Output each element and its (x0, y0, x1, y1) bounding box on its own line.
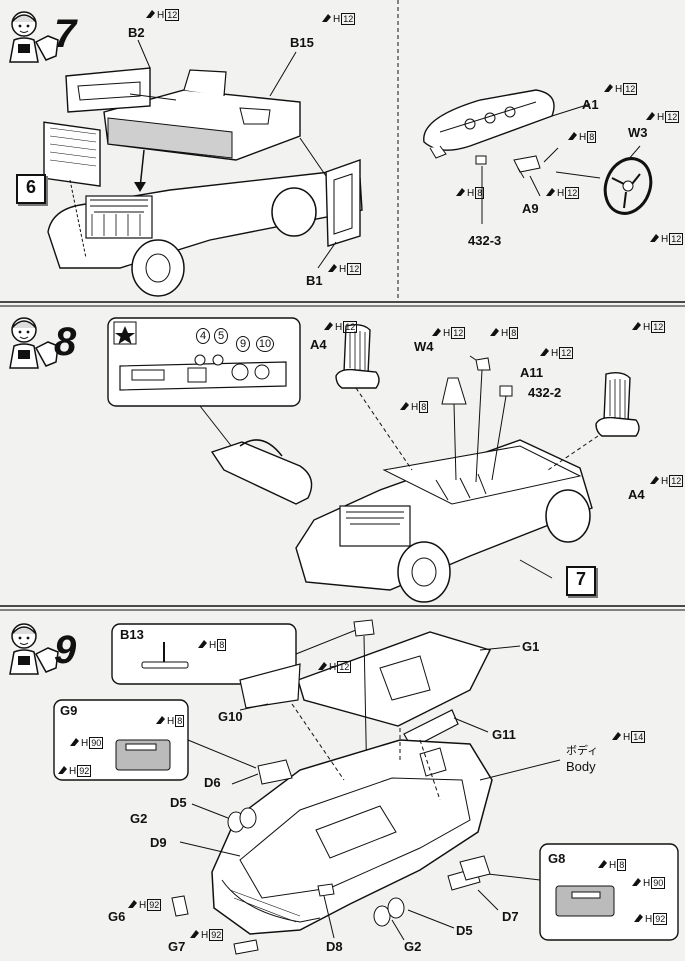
part-label-body-jp: ボディ (566, 745, 599, 757)
step-number-8: 8 (54, 320, 77, 364)
part-label-g7: G7 (168, 939, 186, 954)
paint-brush-icon (318, 662, 327, 670)
part-label-a4-left: A4 (310, 337, 327, 352)
part-label-g1: G1 (522, 639, 540, 654)
paint-brush-icon (146, 10, 155, 18)
paint-brush-icon (198, 640, 207, 648)
paint-brush-icon (328, 264, 337, 272)
paint-brush-icon (634, 914, 643, 922)
part-label-w3: W3 (628, 125, 648, 140)
paint-brush-icon (540, 348, 549, 356)
paint-brush-icon (632, 322, 641, 330)
part-label-b15: B15 (290, 35, 314, 50)
part-label-b13: B13 (120, 627, 144, 642)
paint-brush-icon (456, 188, 465, 196)
paint-brush-icon (58, 766, 67, 774)
decal-label-5: 5 (214, 328, 228, 344)
paint-brush-icon (400, 402, 409, 410)
paint-brush-icon (598, 860, 607, 868)
step-number-9: 9 (54, 628, 77, 672)
paint-brush-icon (632, 878, 641, 886)
paint-brush-icon (650, 476, 659, 484)
part-label-432-2: 432-2 (528, 385, 562, 400)
part-label-g11: G11 (492, 727, 516, 742)
part-label-b1: B1 (306, 273, 323, 288)
paint-brush-icon (128, 900, 137, 908)
part-label-body-en: Body (566, 759, 596, 774)
paint-brush-icon (190, 930, 199, 938)
step8-art (107, 317, 640, 603)
paint-brush-icon (650, 234, 659, 242)
paint-brush-icon (432, 328, 441, 336)
decal-label-4: 4 (196, 328, 210, 344)
part-label-d8: D8 (326, 939, 343, 954)
part-label-d5-top: D5 (170, 795, 187, 810)
part-label-g10: G10 (218, 709, 243, 724)
ref-step-7: 7 (566, 566, 596, 596)
step9-art (53, 619, 679, 955)
part-label-g2-left: G2 (130, 811, 148, 826)
paint-brush-icon (546, 188, 555, 196)
part-label-g2-right: G2 (404, 939, 422, 954)
ref-step-6: 6 (16, 174, 46, 204)
part-label-a11: A11 (520, 365, 544, 380)
part-label-d7: D7 (502, 909, 519, 924)
part-label-g6: G6 (108, 909, 126, 924)
part-label-432-3: 432-3 (468, 233, 502, 248)
part-label-a1: A1 (582, 97, 599, 112)
paint-brush-icon (612, 732, 621, 740)
part-label-a9: A9 (522, 201, 539, 216)
paint-brush-icon (70, 738, 79, 746)
part-label-b2: B2 (128, 25, 145, 40)
part-label-g9: G9 (60, 703, 78, 718)
part-label-g8: G8 (548, 851, 566, 866)
decal-label-10: 10 (256, 336, 274, 352)
step-number-7: 7 (54, 12, 77, 56)
step7-dash-art (423, 89, 653, 224)
paint-brush-icon (646, 112, 655, 120)
part-label-a4-right: A4 (628, 487, 645, 502)
part-label-d9: D9 (150, 835, 167, 850)
paint-brush-icon (568, 132, 577, 140)
paint-brush-icon (156, 716, 165, 724)
part-label-d5-bottom: D5 (456, 923, 473, 938)
paint-brush-icon (604, 84, 613, 92)
paint-brush-icon (490, 328, 499, 336)
decal-label-9: 9 (236, 336, 250, 352)
paint-brush-icon (322, 14, 331, 22)
paint-brush-icon (324, 322, 333, 330)
step7-chassis-art (43, 39, 363, 297)
part-label-d6: D6 (204, 775, 221, 790)
part-label-w4: W4 (414, 339, 434, 354)
